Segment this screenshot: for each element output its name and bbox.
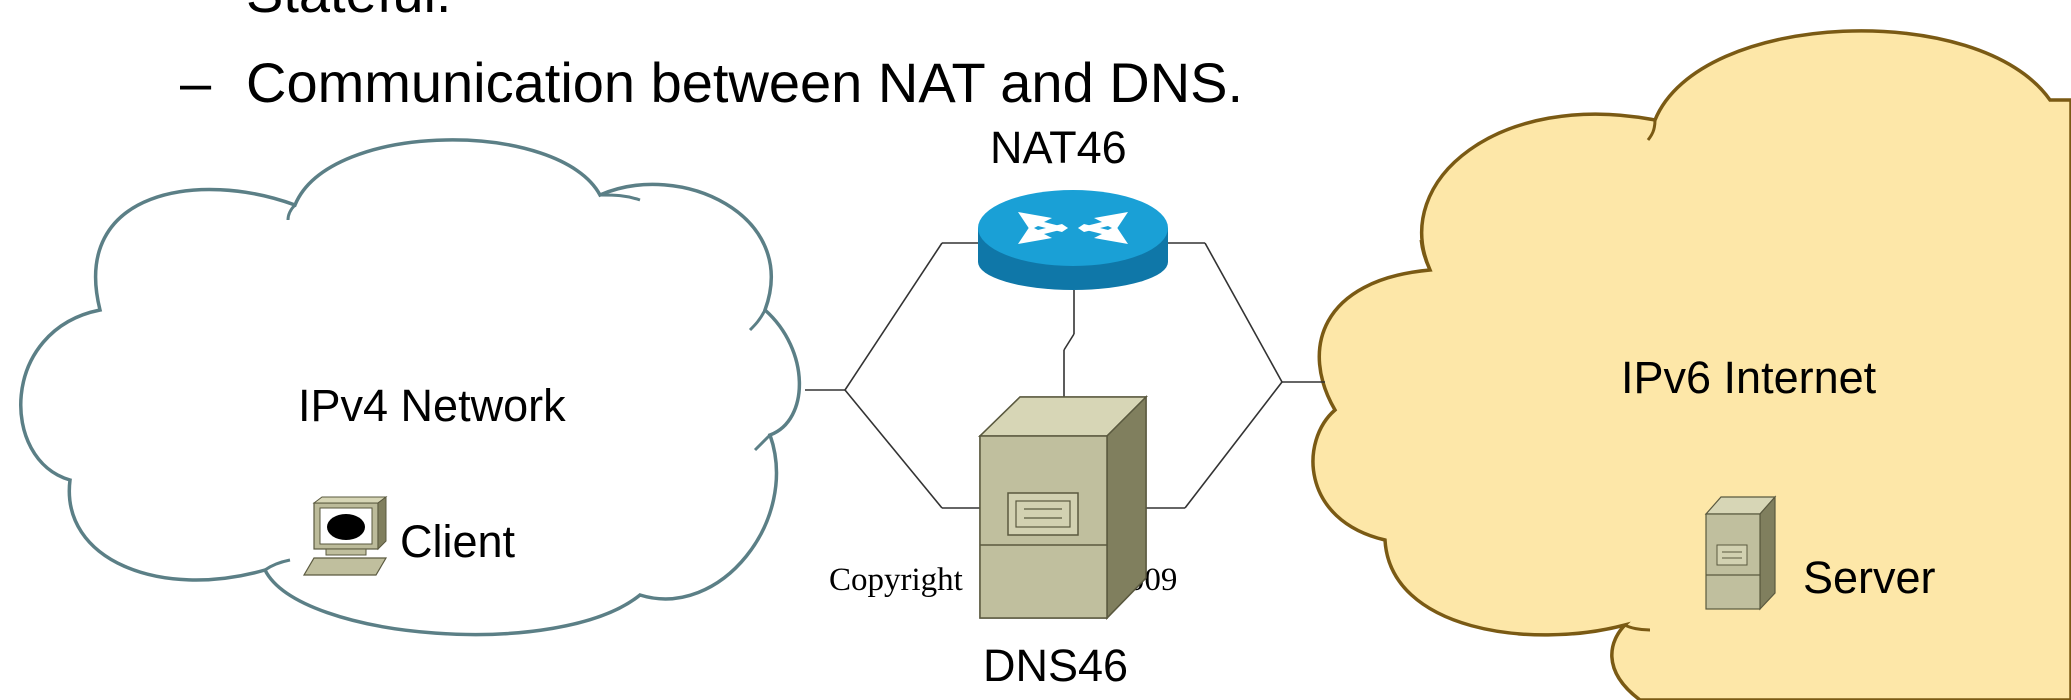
previous-bullet-fragment: Stateful. (246, 0, 451, 25)
router-icon (978, 190, 1168, 290)
bullet-dash: – (180, 51, 212, 114)
nat46-label: NAT46 (990, 122, 1127, 173)
copyright-notice: Copyright 2009 (829, 562, 1178, 598)
ipv4-cloud (19, 138, 802, 637)
client-label: Client (400, 516, 516, 567)
client-computer-icon (302, 496, 388, 576)
ipv6-internet-label: IPv6 Internet (1621, 352, 1877, 403)
server-label: Server (1803, 552, 1936, 603)
ipv6-cloud (1311, 29, 2071, 700)
bullet-text: Communication between NAT and DNS. (246, 51, 1244, 114)
network-links (805, 242, 1325, 509)
server-icon (1704, 495, 1777, 611)
ipv4-network-label: IPv4 Network (298, 380, 566, 431)
dns46-label: DNS46 (983, 640, 1129, 691)
